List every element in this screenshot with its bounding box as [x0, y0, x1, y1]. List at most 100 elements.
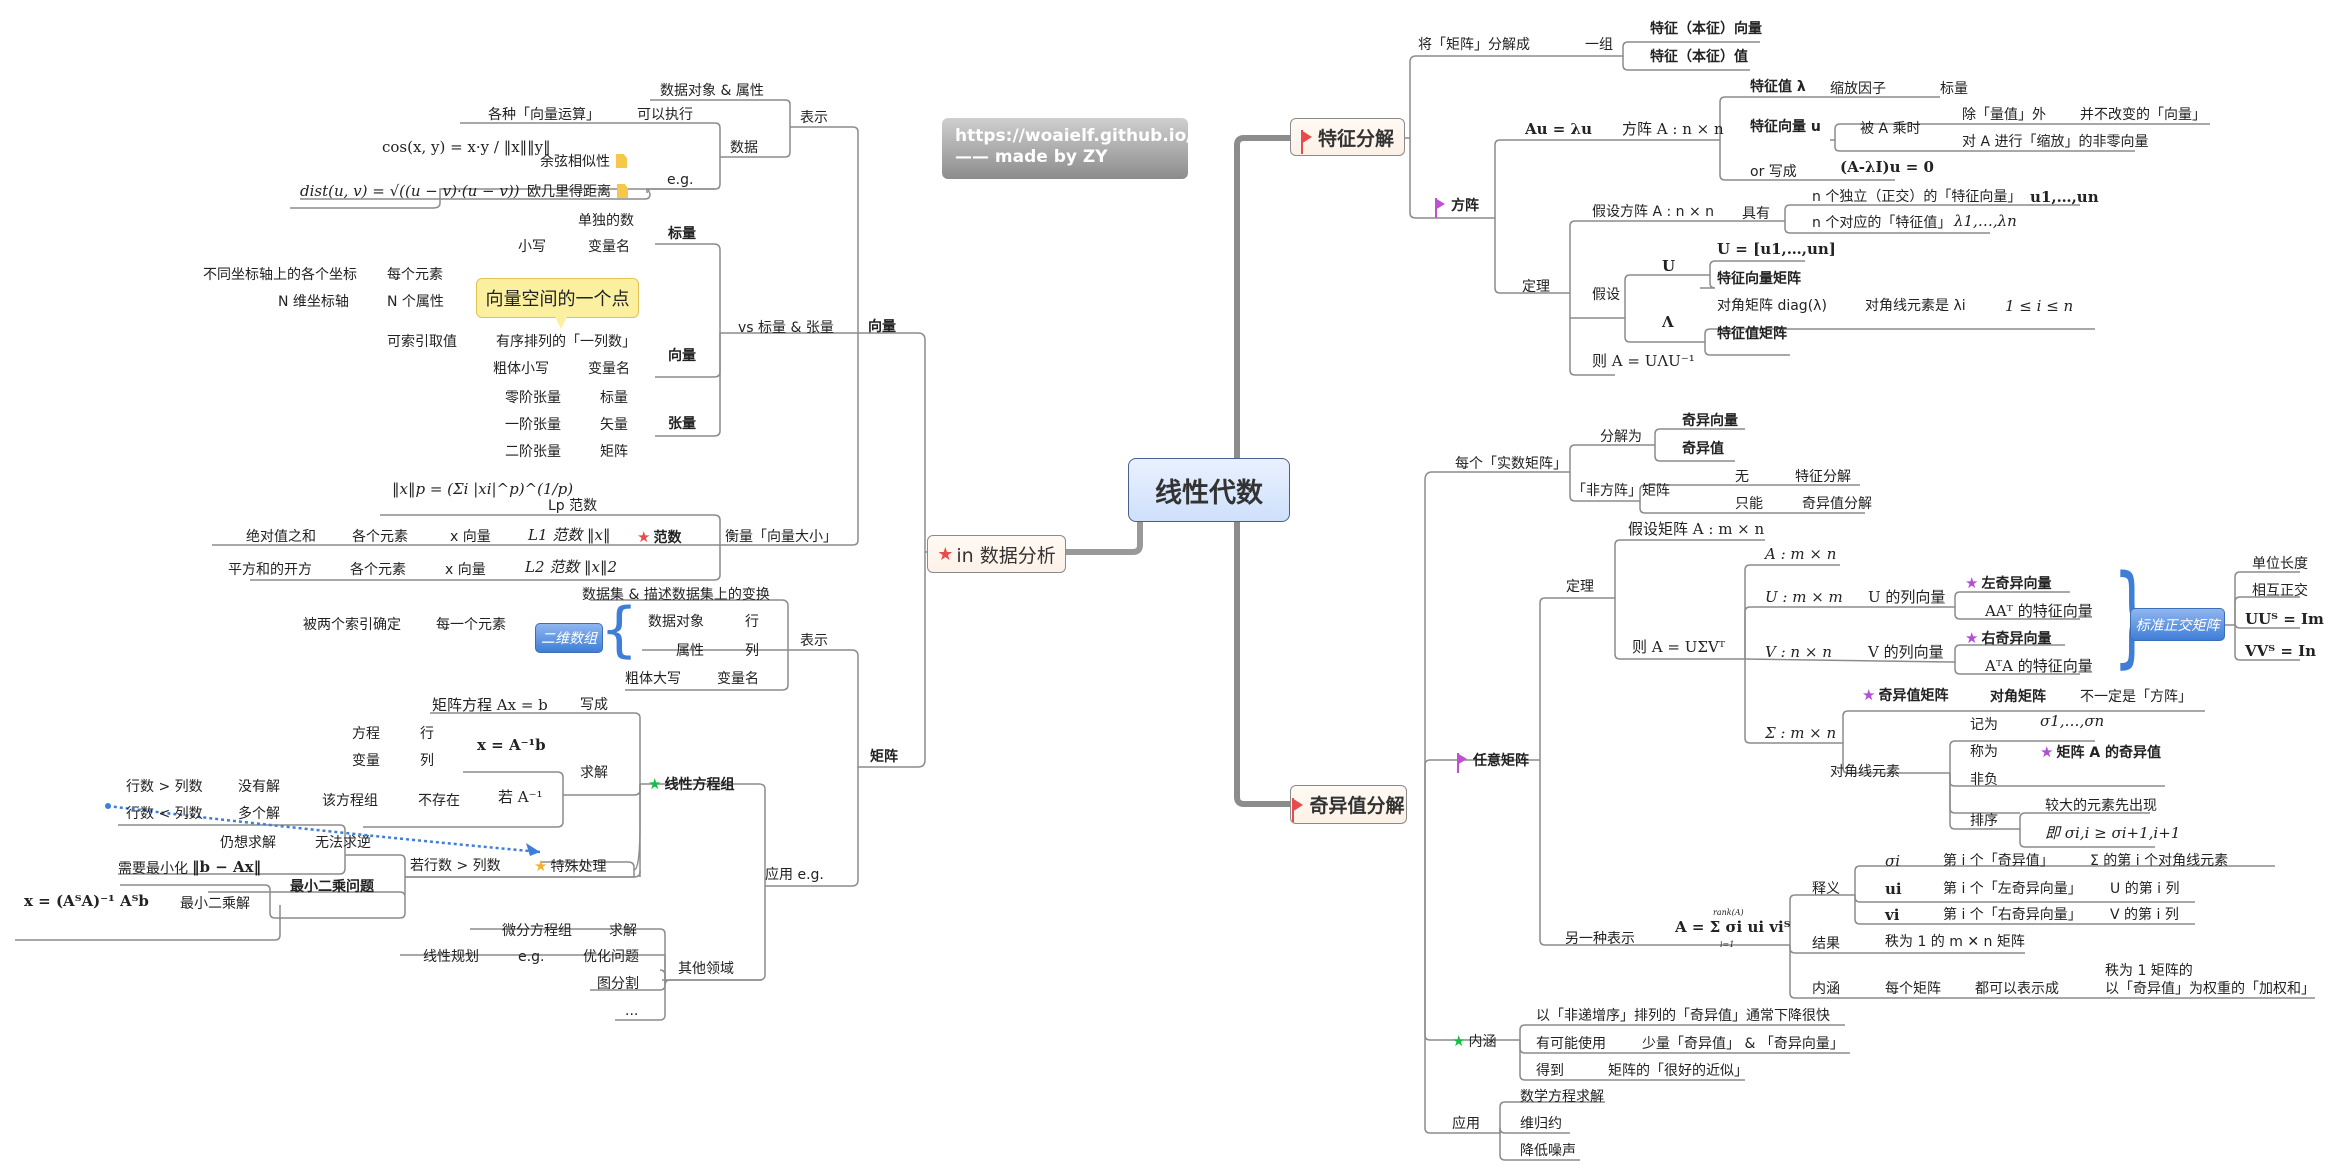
ortho-unit-length[interactable]: 单位长度 — [2252, 556, 2308, 572]
node-euclidean-distance[interactable]: 欧几里得距离 — [527, 183, 628, 201]
eq-column[interactable]: 列 — [420, 753, 434, 769]
node-eg[interactable]: e.g. — [667, 172, 694, 188]
node-special-handling[interactable]: ★特殊处理 — [534, 857, 606, 876]
node-residual[interactable]: ‖b − Ax‖ — [192, 858, 262, 876]
has-eigenvectors-sym[interactable]: u1,…,un — [2030, 188, 2099, 206]
node-other-fields[interactable]: 其他领域 — [678, 961, 734, 977]
node-every-matrix[interactable]: 每个矩阵 — [1885, 981, 1941, 997]
node-decompose-matrix[interactable]: 将「矩阵」分解成 — [1418, 37, 1530, 53]
mean-sigma[interactable]: σi — [1885, 852, 1901, 870]
node-two-indices[interactable]: 被两个索引确定 — [303, 617, 401, 633]
other-graph-cut[interactable]: 图分割 — [597, 976, 639, 992]
node-singular-value-matrix[interactable]: ★奇异值矩阵 — [1862, 686, 1948, 705]
node-ATA-eigvec[interactable]: AᵀA 的特征向量 — [1985, 657, 2093, 675]
case-rows-gt-cols[interactable]: 行数 > 列数 — [126, 779, 203, 795]
node-AAT-eigvec[interactable]: AAᵀ 的特征向量 — [1985, 602, 2093, 620]
diag-singular-values-of-A[interactable]: ★矩阵 A 的奇异值 — [2040, 743, 2161, 762]
sort-inequality[interactable]: 即 σi,i ≥ σi+1,i+1 — [2045, 824, 2181, 842]
node-theorem[interactable]: 定理 — [1522, 279, 1550, 295]
app-noise-reduction[interactable]: 降低噪声 — [1520, 1143, 1576, 1159]
node-svd-formula[interactable]: 则 A = UΣVᵀ — [1632, 638, 1726, 656]
node-Lambda[interactable]: Λ — [1662, 313, 1674, 331]
node-eigenvector-matrix[interactable]: 特征向量矩阵 — [1717, 271, 1801, 287]
mean-sigma-desc[interactable]: 第 i 个「奇异值」 — [1943, 853, 2054, 869]
ortho-UUT[interactable]: UUᵀ = Im — [2245, 610, 2324, 628]
node-eigenvalues[interactable]: 特征（本征）值 — [1650, 49, 1748, 65]
node-svd-meaning[interactable]: ★内涵 — [1452, 1032, 1496, 1051]
node-interpretation[interactable]: 释义 — [1812, 881, 1840, 897]
node-matrix-equation[interactable]: 矩阵方程 Ax = b — [432, 696, 548, 714]
node-ls-formula[interactable]: x = (AᵀA)⁻¹ Aᵀb — [24, 892, 149, 910]
node-none[interactable]: 无 — [1735, 469, 1749, 485]
node-lowercase[interactable]: 小写 — [518, 239, 546, 255]
l1-a[interactable]: 绝对值之和 — [246, 529, 316, 545]
node-can-be-expressed[interactable]: 都可以表示成 — [1975, 981, 2059, 997]
node-variable-name[interactable]: 变量名 — [588, 239, 630, 255]
node-inverse-formula[interactable]: x = A⁻¹b — [477, 736, 546, 754]
node-square-matrix[interactable]: 方阵 — [1435, 197, 1479, 218]
eq-equation[interactable]: 方程 — [352, 726, 380, 742]
mean-sigma-note[interactable]: Σ 的第 i 个对角线元素 — [2090, 853, 2229, 869]
node-data[interactable]: 数据 — [730, 140, 758, 156]
node-singular-values[interactable]: 奇异值 — [1682, 441, 1724, 457]
node-vector-ops[interactable]: 各种「向量运算」 — [488, 107, 600, 123]
node-scale-factor[interactable]: 缩放因子 — [1830, 81, 1886, 97]
node-then-decomp[interactable]: 则 A = UΛU⁻¹ — [1592, 352, 1695, 370]
l1-b[interactable]: 各个元素 — [352, 529, 408, 545]
central-topic[interactable]: 线性代数 — [1128, 458, 1290, 522]
node-norm[interactable]: ★范数 — [637, 528, 681, 547]
meaning-obtain[interactable]: 得到 — [1536, 1063, 1564, 1079]
node-bold-uppercase[interactable]: 粗体大写 — [625, 671, 681, 687]
node-lp-norm[interactable]: Lp 范数 — [548, 498, 598, 514]
node-no-inverse[interactable]: 无法求逆 — [315, 835, 371, 851]
other-solve[interactable]: 求解 — [609, 923, 637, 939]
mean-u-desc[interactable]: 第 i 个「左奇异向量」 — [1943, 881, 2082, 897]
node-not-exist[interactable]: 不存在 — [418, 793, 460, 809]
node-svd-only[interactable]: 奇异值分解 — [1802, 496, 1872, 512]
node-this-system[interactable]: 该方程组 — [322, 793, 378, 809]
node-indexable[interactable]: 可索引取值 — [387, 334, 457, 350]
node-index-range[interactable]: 1 ≤ i ≤ n — [2005, 297, 2074, 315]
has-eigenvalues-sym[interactable]: λ1,…,λn — [1954, 212, 2017, 230]
app-dimension-reduction[interactable]: 维归约 — [1520, 1116, 1562, 1132]
node-each-element[interactable]: 每个元素 — [387, 267, 443, 283]
diag-sorted[interactable]: 排序 — [1970, 813, 1998, 829]
node-diag-lambda[interactable]: 对角矩阵 diag(λ) — [1717, 298, 1827, 314]
node-alt-representation[interactable]: 另一种表示 — [1565, 931, 1635, 947]
diag-called[interactable]: 称为 — [1970, 744, 1998, 760]
node-n-attributes[interactable]: N 个属性 — [387, 294, 444, 310]
l2-c[interactable]: x 向量 — [445, 562, 486, 578]
node-vs-scalar-tensor[interactable]: vs 标量 & 张量 — [738, 320, 834, 336]
node-svd-applications[interactable]: 应用 — [1452, 1116, 1480, 1132]
node-has[interactable]: 具有 — [1742, 206, 1770, 222]
node-applications-eg[interactable]: 应用 e.g. — [765, 867, 824, 883]
node-unchanged-vector[interactable]: 并不改变的「向量」 — [2080, 107, 2206, 123]
node-scaled-nonzero[interactable]: 对 A 进行「缩放」的非零向量 — [1962, 134, 2149, 150]
node-variable-name[interactable]: 变量名 — [717, 671, 759, 687]
tensor-row-2-b[interactable]: 矩阵 — [600, 444, 628, 460]
has-eigenvectors[interactable]: n 个独立（正交）的「特征向量」 — [1812, 189, 2022, 205]
node-singular-vectors[interactable]: 奇异向量 — [1682, 413, 1738, 429]
node-need-minimize[interactable]: 需要最小化 — [118, 861, 188, 877]
other-optimization[interactable]: 优化问题 — [583, 949, 639, 965]
node-connotation[interactable]: 内涵 — [1812, 981, 1840, 997]
node-scalar[interactable]: 标量 — [668, 226, 696, 242]
node-eigendecomp[interactable]: 特征分解 — [1795, 469, 1851, 485]
node-single-number[interactable]: 单独的数 — [578, 213, 634, 229]
mean-v-desc[interactable]: 第 i 个「右奇异向量」 — [1943, 907, 2082, 923]
node-diag-elements-svd[interactable]: 对角线元素 — [1830, 764, 1900, 780]
node-rank-one-matrices[interactable]: 秩为 1 矩阵的 — [2105, 963, 2193, 979]
node-variable-name[interactable]: 变量名 — [588, 361, 630, 377]
topic-svd[interactable]: 奇异值分解 — [1290, 785, 1407, 824]
mean-u-note[interactable]: U 的第 i 列 — [2110, 881, 2180, 897]
branch-representation[interactable]: 表示 — [800, 110, 828, 126]
node-eigenvalue-lambda[interactable]: 特征值 λ — [1750, 79, 1806, 95]
row-data-objects[interactable]: 数据对象 — [648, 614, 704, 630]
node-not-square[interactable]: 不一定是「方阵」 — [2080, 689, 2192, 705]
node-non-square[interactable]: 「非方阵」矩阵 — [1572, 483, 1670, 499]
other-eg[interactable]: e.g. — [518, 949, 545, 965]
node-eigenvectors[interactable]: 特征（本征）向量 — [1650, 21, 1762, 37]
app-solve-equations[interactable]: 数学方程求解 — [1520, 1089, 1604, 1105]
node-diag-elements[interactable]: 对角线元素是 λi — [1865, 298, 1966, 314]
node-orthonormal-matrix[interactable]: 标准正交矩阵 — [2130, 608, 2225, 641]
